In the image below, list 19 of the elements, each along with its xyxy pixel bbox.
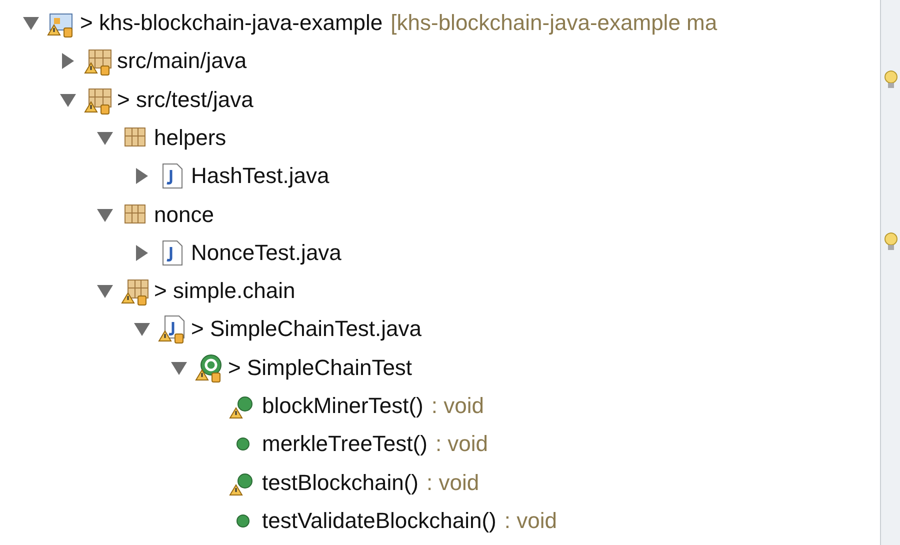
tree-item-label: testBlockchain() bbox=[262, 470, 419, 496]
tree-item-detail: [khs-blockchain-java-example ma bbox=[390, 10, 718, 36]
tree-item-label: blockMinerTest() bbox=[262, 393, 424, 419]
tree-item-detail: : void bbox=[435, 431, 488, 458]
tree-item-label: merkleTreeTest() bbox=[262, 431, 428, 458]
tree-item-label: helpers bbox=[154, 124, 226, 151]
tree-item-detail: : void bbox=[504, 508, 557, 534]
tree-item-label: > src/test/java bbox=[117, 86, 254, 113]
tree-item-label: > SimpleChainTest bbox=[228, 354, 412, 381]
tree-item-detail: : void bbox=[426, 470, 480, 496]
tree-item-label: > simple.chain bbox=[154, 278, 296, 304]
tree-item-detail: : void bbox=[431, 393, 484, 419]
tree-item-label: NonceTest.java bbox=[191, 240, 342, 266]
tree-item-label: nonce bbox=[154, 202, 214, 228]
tree-item-label: src/main/java bbox=[117, 48, 247, 74]
tree-item-label: > khs-blockchain-java-example bbox=[80, 10, 383, 36]
tree-item-label: testValidateBlockchain() bbox=[262, 508, 496, 534]
tree-item-label: > SimpleChainTest.java bbox=[191, 316, 422, 342]
tree-item-label: HashTest.java bbox=[191, 163, 330, 190]
